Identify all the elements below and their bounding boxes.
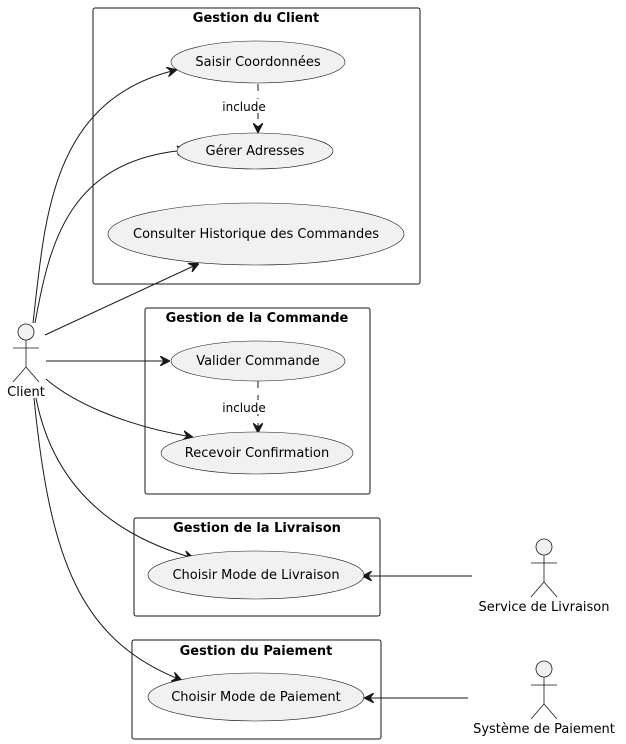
edge-client-gerer-adresses	[34, 150, 186, 324]
use-case-consulter-historique: Consulter Historique des Commandes	[107, 202, 405, 266]
association-edges	[32, 70, 472, 698]
include-label: include	[222, 401, 265, 415]
edge-client-choisir-livraison	[35, 397, 193, 558]
svg-text:Recevoir Confirmation: Recevoir Confirmation	[185, 446, 329, 461]
package-title: Gestion de la Commande	[166, 311, 349, 326]
edge-client-choisir-paiement	[33, 397, 181, 680]
svg-text:Choisir Mode de Livraison: Choisir Mode de Livraison	[172, 568, 339, 583]
edge-client-recevoir-confirmation	[45, 378, 192, 437]
use-case-valider-commande: Valider Commande	[170, 340, 346, 382]
svg-text:Consulter Historique des Comma: Consulter Historique des Commandes	[133, 227, 379, 242]
edge-client-consulter-historique	[44, 264, 198, 336]
use-case-saisir-coordonnees: Saisir Coordonnées	[170, 40, 346, 84]
actor-label: Système de Paiement	[473, 722, 615, 737]
package-title: Gestion du Client	[193, 11, 319, 26]
stick-figure-icon	[12, 323, 40, 383]
actor-client: Client	[7, 323, 45, 400]
actor-label: Service de Livraison	[479, 600, 610, 615]
edge-client-saisir-coordonnees	[32, 70, 176, 324]
use-case-gerer-adresses: Gérer Adresses	[176, 132, 334, 170]
svg-text:Valider Commande: Valider Commande	[196, 354, 320, 369]
stick-figure-icon	[530, 538, 558, 598]
actor-service-de-livraison: Service de Livraison	[479, 538, 610, 615]
svg-text:Choisir Mode de Paiement: Choisir Mode de Paiement	[171, 690, 341, 705]
actor-label: Client	[7, 385, 45, 400]
use-case-recevoir-confirmation: Recevoir Confirmation	[160, 431, 354, 475]
package-title: Gestion du Paiement	[180, 644, 333, 659]
svg-text:Gérer Adresses: Gérer Adresses	[206, 144, 305, 159]
package-title: Gestion de la Livraison	[173, 521, 341, 536]
actor-systeme-de-paiement: Système de Paiement	[473, 660, 615, 737]
stick-figure-icon	[530, 660, 558, 720]
use-case-choisir-livraison: Choisir Mode de Livraison	[147, 550, 365, 600]
use-case-choisir-paiement: Choisir Mode de Paiement	[147, 672, 365, 722]
include-label: include	[222, 100, 265, 114]
svg-text:Saisir Coordonnées: Saisir Coordonnées	[195, 55, 320, 70]
